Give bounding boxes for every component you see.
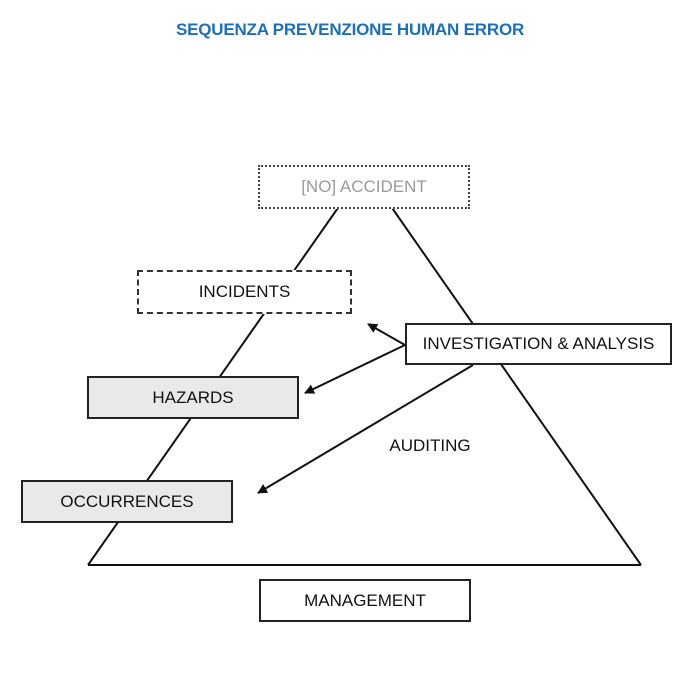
arrow-to-hazards xyxy=(304,344,406,394)
arrow-to-occurrences xyxy=(257,364,474,494)
pyramid-right-edge xyxy=(389,204,642,566)
hazards-box: HAZARDS xyxy=(87,376,299,419)
diagram-title: SEQUENZA PREVENZIONE HUMAN ERROR xyxy=(175,20,525,39)
incidents-box: INCIDENTS xyxy=(137,270,352,314)
arrow-to-incidents xyxy=(367,323,406,346)
occurrences-box: OCCURRENCES xyxy=(21,480,233,523)
auditing-label: AUDITING xyxy=(389,436,471,455)
management-box: MANAGEMENT xyxy=(259,579,471,622)
investigation-analysis-box: INVESTIGATION & ANALYSIS xyxy=(405,323,672,365)
no-accident-box: [NO] ACCIDENT xyxy=(258,165,470,209)
